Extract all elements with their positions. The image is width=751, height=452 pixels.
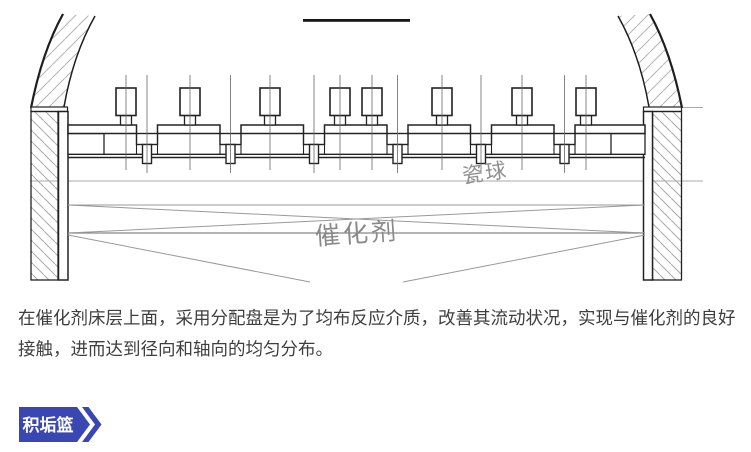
label-ceramic-balls: 瓷球 bbox=[461, 159, 510, 188]
label-catalyst: 催化剂 bbox=[314, 217, 400, 251]
riser-nozzles bbox=[115, 75, 597, 170]
top-nozzle-line bbox=[303, 19, 410, 22]
bed-layer-lines bbox=[67, 204, 646, 283]
tray-joint-clamps bbox=[135, 75, 576, 173]
section-badge: 积垢篮 bbox=[19, 407, 102, 442]
badge-chevron-icon bbox=[82, 407, 102, 442]
badge-body bbox=[19, 407, 90, 442]
reactor-distribution-tray-figure: 瓷球 催化剂 bbox=[29, 13, 703, 283]
distribution-tray bbox=[67, 124, 646, 159]
reactor-shell-left bbox=[29, 13, 96, 281]
body-paragraph: 在催化剂床层上面，采用分配盘是为了均布反应介质，改善其流动状况，实现与催化剂的良… bbox=[18, 308, 736, 359]
reactor-shell-right bbox=[617, 13, 684, 281]
badge-label: 积垢篮 bbox=[23, 415, 74, 435]
construction-lines bbox=[30, 107, 703, 182]
